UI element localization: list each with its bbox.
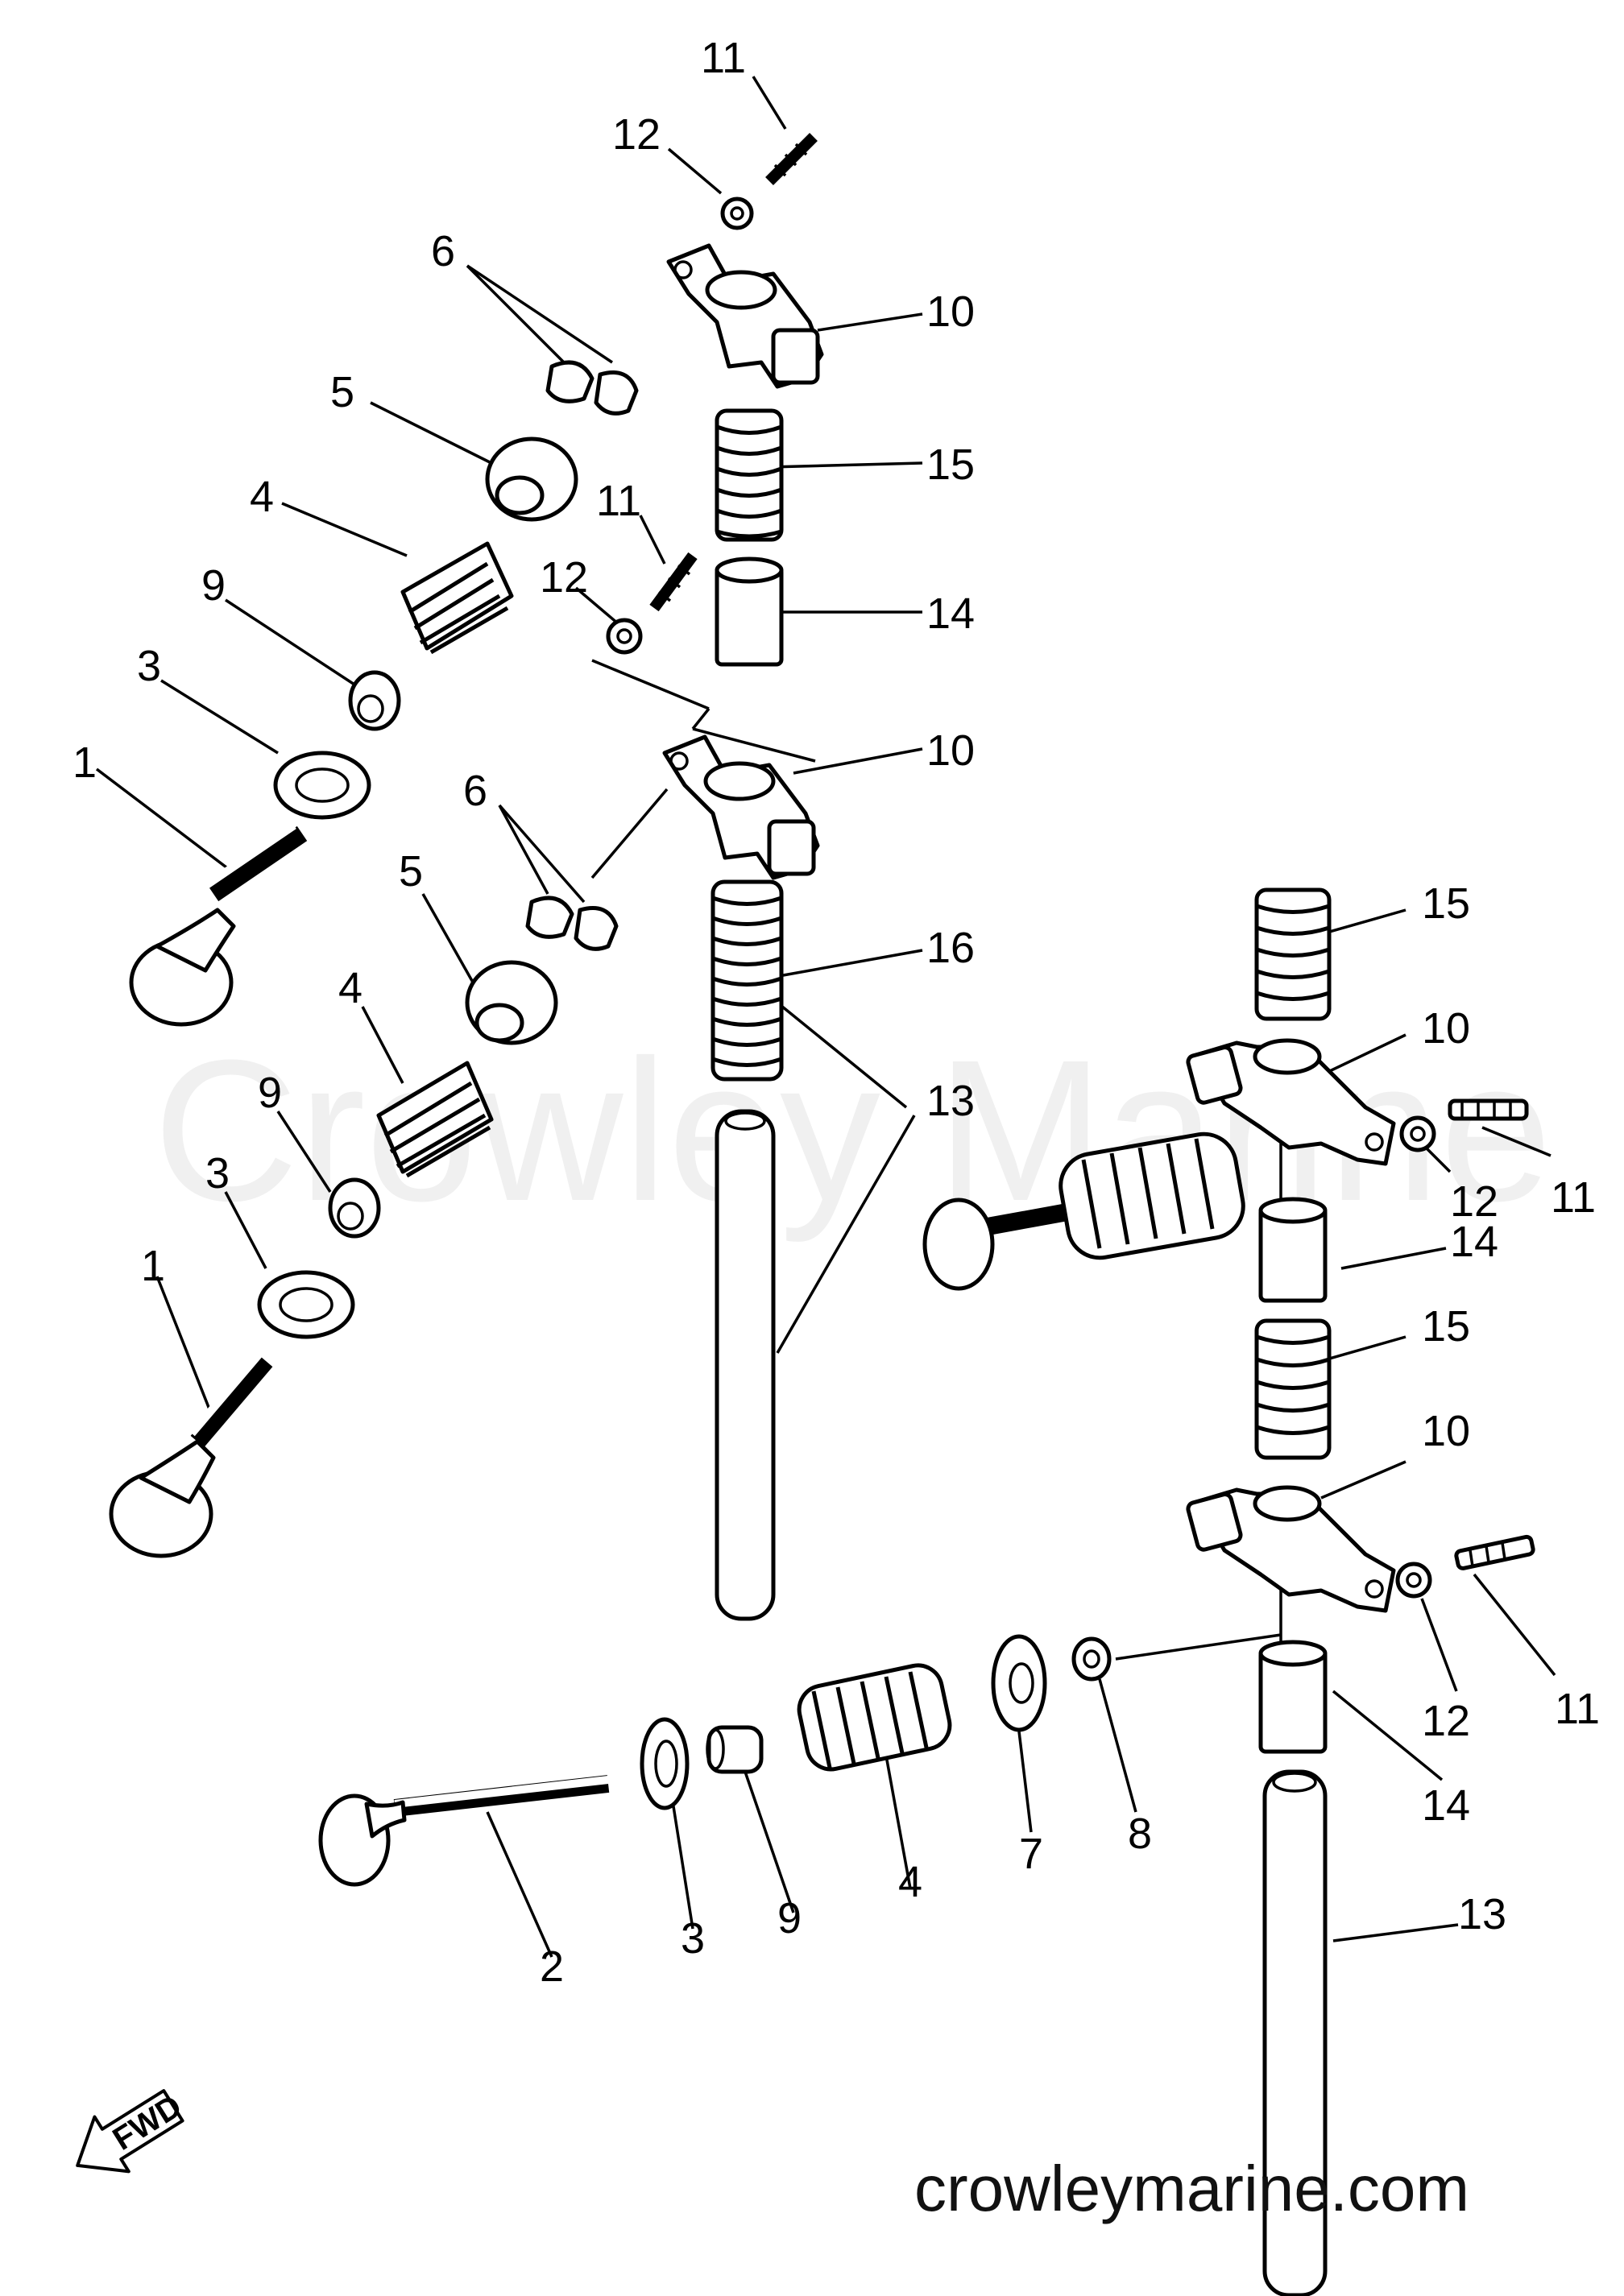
adjusting-screw-middle bbox=[649, 552, 698, 612]
rocker-spring-top bbox=[715, 408, 784, 542]
valve-spring-middle bbox=[376, 1061, 494, 1178]
label-3: 3 bbox=[205, 1149, 230, 1198]
label-14: 14 bbox=[926, 590, 975, 638]
spring-retainer-top bbox=[485, 436, 578, 522]
adjusting-screw-top bbox=[765, 133, 818, 185]
label-12: 12 bbox=[540, 553, 588, 602]
label-12: 12 bbox=[1422, 1697, 1470, 1745]
label-7: 7 bbox=[1019, 1830, 1043, 1878]
label-6: 6 bbox=[431, 227, 455, 275]
valve-cotter-middle bbox=[525, 896, 619, 951]
spring-retainer-middle bbox=[465, 960, 558, 1045]
label-8: 8 bbox=[1128, 1810, 1152, 1858]
valve-spring-top bbox=[400, 541, 514, 655]
label-10: 10 bbox=[1422, 1407, 1470, 1455]
website-footer: crowleymarine.com bbox=[914, 2153, 1469, 2224]
valve-seal-top bbox=[348, 670, 401, 731]
locknut-right-lower bbox=[1395, 1562, 1432, 1599]
leader-lines bbox=[95, 76, 1556, 1958]
washer-top bbox=[273, 751, 371, 820]
label-15: 15 bbox=[1422, 879, 1470, 928]
valve-exhaust-bottom bbox=[318, 1775, 610, 1887]
label-9: 9 bbox=[777, 1894, 802, 1942]
washer-bottom bbox=[640, 1717, 690, 1810]
push-rod-center bbox=[715, 1109, 776, 1621]
valve-cap bbox=[1071, 1636, 1112, 1682]
label-3: 3 bbox=[681, 1914, 705, 1963]
locknut-right-upper bbox=[1399, 1115, 1436, 1152]
label-4: 4 bbox=[898, 1858, 922, 1906]
label-11: 11 bbox=[701, 34, 746, 82]
label-9: 9 bbox=[201, 561, 226, 610]
spring-retainer-bottom bbox=[991, 1634, 1047, 1732]
sleeve-right-lower bbox=[1258, 1640, 1328, 1754]
sleeve-right-upper bbox=[1258, 1197, 1328, 1303]
label-12: 12 bbox=[1450, 1177, 1498, 1226]
label-15: 15 bbox=[1422, 1302, 1470, 1351]
push-rod-right bbox=[1262, 1769, 1328, 2296]
valve-seal-bottom bbox=[706, 1725, 764, 1774]
adjusting-screw-right-upper bbox=[1448, 1098, 1529, 1121]
label-11: 11 bbox=[1551, 1173, 1596, 1222]
label-2: 2 bbox=[540, 1942, 564, 1991]
label-1: 1 bbox=[141, 1242, 165, 1290]
valve-cotter-top bbox=[545, 360, 639, 416]
label-16: 16 bbox=[926, 924, 975, 972]
label-3: 3 bbox=[137, 642, 161, 690]
rocker-arm-right-lower bbox=[1186, 1485, 1396, 1613]
label-14: 14 bbox=[1422, 1781, 1470, 1830]
label-5: 5 bbox=[399, 847, 423, 896]
label-13: 13 bbox=[1458, 1890, 1506, 1938]
label-12: 12 bbox=[612, 110, 661, 159]
valve-seal-middle bbox=[328, 1177, 381, 1239]
label-10: 10 bbox=[926, 288, 975, 336]
label-11: 11 bbox=[596, 477, 641, 525]
label-15: 15 bbox=[926, 441, 975, 489]
fwd-text: FWD bbox=[107, 2088, 188, 2157]
locknut-top bbox=[720, 197, 754, 230]
rocker-spring-right-lower bbox=[1254, 1318, 1332, 1460]
fwd-arrow-badge: FWD bbox=[76, 2088, 188, 2174]
label-14: 14 bbox=[1450, 1218, 1498, 1266]
valve-intake-top bbox=[129, 821, 308, 1027]
sleeve-top bbox=[715, 556, 784, 667]
rocker-arm-right-upper bbox=[1186, 1038, 1396, 1166]
label-10: 10 bbox=[926, 726, 975, 775]
rocker-spring-right-upper bbox=[1254, 887, 1332, 1021]
label-10: 10 bbox=[1422, 1004, 1470, 1053]
valve-spring-bottom bbox=[797, 1663, 952, 1772]
rocker-arm-top bbox=[666, 243, 824, 389]
label-13: 13 bbox=[926, 1077, 975, 1125]
locknut-middle bbox=[606, 618, 643, 655]
label-5: 5 bbox=[330, 368, 354, 416]
valve-assembled-right bbox=[922, 1131, 1245, 1291]
label-11: 11 bbox=[1555, 1685, 1600, 1733]
label-4: 4 bbox=[338, 964, 362, 1012]
long-spring bbox=[710, 879, 784, 1082]
rocker-arm-middle bbox=[662, 734, 820, 880]
label-4: 4 bbox=[250, 473, 274, 521]
valve-intake-middle bbox=[109, 1350, 273, 1558]
label-9: 9 bbox=[258, 1069, 282, 1117]
label-1: 1 bbox=[72, 738, 97, 787]
adjusting-screw-right-lower bbox=[1454, 1534, 1535, 1570]
label-6: 6 bbox=[463, 767, 487, 815]
washer-middle bbox=[257, 1270, 355, 1339]
